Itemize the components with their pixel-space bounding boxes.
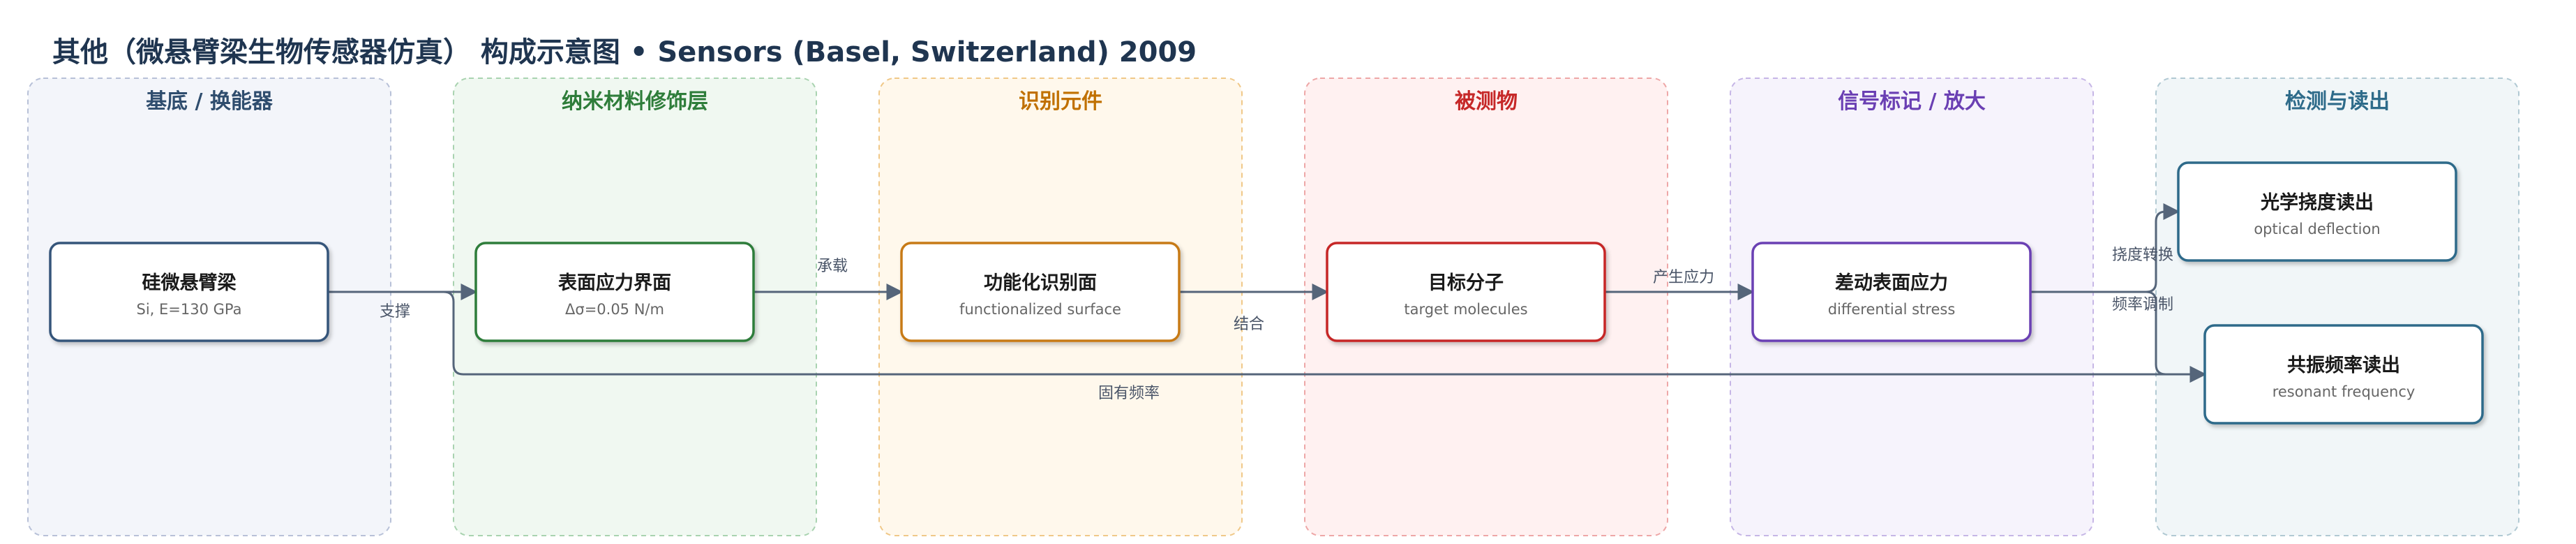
column-label-signal: 信号标记 / 放大	[1838, 89, 1986, 114]
edge-label: 固有频率	[1098, 385, 1160, 402]
node-optical: 光学挠度读出 optical deflection	[2177, 161, 2457, 262]
edge-functional-target: 结合	[1179, 284, 1329, 333]
edge-label: 频率调制	[2112, 296, 2173, 314]
node-subtitle: target molecules	[1404, 301, 1527, 318]
edge-cantilever-resonant: 固有频率	[328, 291, 2207, 402]
edge-label: 结合	[1234, 316, 1264, 333]
edge-label: 产生应力	[1653, 269, 1714, 286]
node-functional: 功能化识别面 functionalized surface	[900, 242, 1181, 342]
node-title: 硅微悬臂梁	[142, 272, 237, 294]
node-layer: 硅微悬臂梁 Si, E=130 GPa 表面应力界面 Δσ=0.05 N/m 功能化识别…	[49, 161, 2484, 425]
edge-surface-functional: 承载	[754, 258, 904, 300]
node-title: 光学挠度读出	[2260, 191, 2374, 214]
edge-line	[328, 291, 2207, 383]
column-label-readout: 检测与读出	[2285, 89, 2390, 114]
node-subtitle: differential stress	[1828, 301, 1956, 318]
node-subtitle: Δσ=0.05 N/m	[565, 301, 664, 318]
edge-label: 挠度转换	[2112, 247, 2173, 264]
node-title: 表面应力界面	[558, 272, 671, 294]
node-title: 共振频率读出	[2287, 354, 2400, 376]
node-surface: 表面应力界面 Δσ=0.05 N/m	[474, 242, 755, 342]
node-subtitle: optical deflection	[2254, 221, 2380, 237]
node-title: 目标分子	[1428, 272, 1504, 294]
node-subtitle: resonant frequency	[2272, 383, 2416, 400]
node-diff: 差动表面应力 differential stress	[1751, 242, 2032, 342]
node-subtitle: Si, E=130 GPa	[137, 301, 242, 318]
column-label-substrate: 基底 / 换能器	[146, 89, 274, 114]
column-readout: 检测与读出	[2155, 78, 2519, 536]
node-cantilever: 硅微悬臂梁 Si, E=130 GPa	[49, 242, 329, 342]
node-subtitle: functionalized surface	[959, 301, 1121, 318]
edge-label: 支撑	[380, 303, 410, 321]
node-title: 差动表面应力	[1835, 272, 1948, 294]
column-label-nano: 纳米材料修饰层	[562, 89, 708, 114]
column-label-recognition: 识别元件	[1019, 89, 1102, 114]
diagram-title: 其他（微悬臂梁生物传感器仿真） 构成示意图 • Sensors (Basel, …	[52, 36, 1197, 68]
edge-target-diff: 产生应力	[1605, 269, 1755, 300]
node-title: 功能化识别面	[984, 272, 1097, 294]
node-target: 目标分子 target molecules	[1326, 242, 1606, 342]
column-label-analyte: 被测物	[1455, 89, 1518, 114]
node-resonant: 共振频率读出 resonant frequency	[2203, 324, 2484, 425]
edge-label: 承载	[817, 258, 848, 275]
